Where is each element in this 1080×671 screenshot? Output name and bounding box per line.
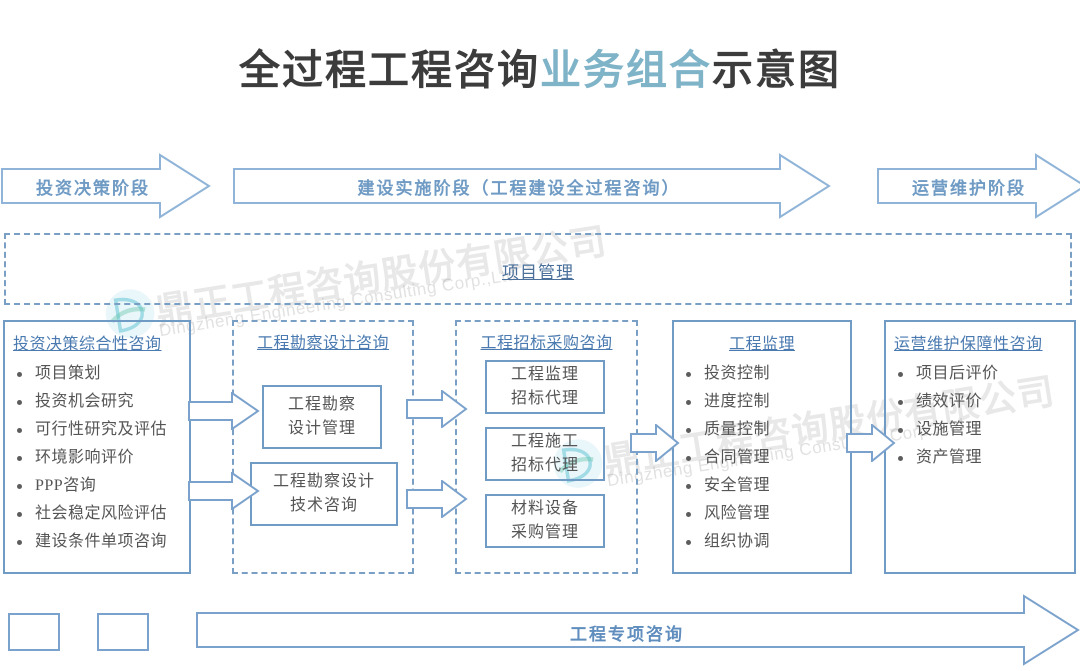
project-management-label: 项目管理: [502, 263, 574, 282]
column-investment-decision-consulting: 投资决策综合性咨询 项目策划 投资机会研究 可行性研究及评估 环境影响评价 PP…: [3, 320, 191, 574]
list-item: 投资控制: [674, 360, 850, 388]
list-item: 绩效评价: [886, 388, 1074, 416]
connector-arrow-4: [846, 422, 896, 467]
column-title: 工程监理: [728, 336, 795, 353]
bullet-list: 项目后评价 绩效评价 设施管理 资产管理: [886, 360, 1074, 472]
list-item: 建设条件单项咨询: [5, 528, 189, 556]
arrow-shape: [877, 153, 1080, 219]
arrow-shape: [196, 594, 1080, 666]
list-item: 设施管理: [886, 416, 1074, 444]
list-item: 社会稳定风险评估: [5, 500, 189, 528]
phase-label: 建设实施阶段（工程建设全过程咨询）: [357, 178, 681, 198]
list-item: 资产管理: [886, 444, 1074, 472]
bullet-list: 投资控制 进度控制 质量控制 合同管理 安全管理 风险管理 组织协调: [674, 360, 850, 556]
list-item: 投资机会研究: [5, 388, 189, 416]
phase-arrow-construction[interactable]: 建设实施阶段（工程建设全过程咨询）: [232, 152, 832, 220]
arrow-right-icon: [406, 389, 468, 429]
list-item: 进度控制: [674, 388, 850, 416]
project-management-band: 项目管理: [4, 233, 1072, 305]
phase-arrow-operation-maintenance[interactable]: 运营维护阶段: [876, 152, 1080, 220]
sub-box-line-2: 招标代理: [510, 390, 579, 407]
arrow-right-icon: [630, 422, 680, 464]
list-item: 环境影响评价: [5, 444, 189, 472]
phase-arrow-investment-decision[interactable]: 投资决策阶段: [0, 152, 212, 220]
arrow-shape: [233, 153, 831, 219]
title-part-2: 示意图: [712, 46, 841, 94]
list-item: 项目策划: [5, 360, 189, 388]
arrow-right-icon: [406, 479, 468, 519]
title-part-1: 全过程工程咨询: [239, 46, 540, 94]
sub-box-line-1: 工程勘察设计: [272, 473, 375, 490]
list-item: 合同管理: [674, 444, 850, 472]
connector-arrow-1b: [188, 471, 260, 515]
sub-box-line-2: 设计管理: [287, 420, 356, 437]
sub-box-survey-design-technical[interactable]: 工程勘察设计 技术咨询: [250, 462, 398, 526]
bottom-arrow-special-consulting[interactable]: [196, 594, 1080, 671]
bottom-placeholder-box-2[interactable]: [97, 613, 149, 651]
column-tendering-procurement-consulting: 工程招标采购咨询 工程监理 招标代理 工程施工 招标代理 材料设备 采购管理: [455, 320, 638, 574]
title-highlight: 业务组合: [540, 46, 712, 94]
column-title: 投资决策综合性咨询: [13, 336, 162, 353]
connector-arrow-2a: [406, 389, 468, 433]
list-item: PPP咨询: [5, 472, 189, 500]
bottom-placeholder-box-1[interactable]: [8, 613, 60, 651]
sub-box-supervision-tender-agency[interactable]: 工程监理 招标代理: [485, 360, 605, 414]
sub-box-line-1: 材料设备: [510, 500, 579, 517]
arrow-shape: [1, 153, 211, 219]
phase-label: 投资决策阶段: [36, 178, 150, 198]
column-operation-maintenance-consulting: 运营维护保障性咨询 项目后评价 绩效评价 设施管理 资产管理: [884, 320, 1076, 574]
bullet-list: 项目策划 投资机会研究 可行性研究及评估 环境影响评价 PPP咨询 社会稳定风险…: [5, 360, 189, 556]
sub-box-line-2: 采购管理: [510, 524, 579, 541]
column-title: 运营维护保障性咨询: [894, 336, 1043, 353]
sub-box-line-2: 技术咨询: [289, 497, 358, 514]
sub-box-line-1: 工程勘察: [287, 396, 356, 413]
sub-box-survey-design-management[interactable]: 工程勘察 设计管理: [262, 385, 382, 449]
phase-label: 运营维护阶段: [912, 178, 1026, 198]
list-item: 质量控制: [674, 416, 850, 444]
connector-arrow-1a: [188, 391, 260, 435]
page-title: 全过程工程咨询业务组合示意图: [0, 36, 1080, 96]
arrow-right-icon: [846, 422, 896, 464]
column-title: 工程招标采购咨询: [480, 335, 613, 352]
sub-box-material-equipment-procurement[interactable]: 材料设备 采购管理: [485, 494, 605, 548]
column-survey-design-consulting: 工程勘察设计咨询 工程勘察 设计管理 工程勘察设计 技术咨询: [232, 320, 414, 574]
sub-box-line-1: 工程施工: [510, 433, 579, 450]
column-engineering-supervision: 工程监理 投资控制 进度控制 质量控制 合同管理 安全管理 风险管理 组织协调: [672, 320, 852, 574]
list-item: 项目后评价: [886, 360, 1074, 388]
arrow-right-icon: [188, 391, 260, 431]
list-item: 可行性研究及评估: [5, 416, 189, 444]
sub-box-line-1: 工程监理: [510, 366, 579, 383]
column-title: 工程勘察设计咨询: [256, 335, 389, 352]
arrow-right-icon: [188, 471, 260, 511]
list-item: 风险管理: [674, 500, 850, 528]
list-item: 安全管理: [674, 472, 850, 500]
bottom-arrow-label: 工程专项咨询: [570, 625, 684, 644]
connector-arrow-2b: [406, 479, 468, 523]
sub-box-line-2: 招标代理: [510, 457, 579, 474]
connector-arrow-3: [630, 422, 680, 467]
list-item: 组织协调: [674, 528, 850, 556]
sub-box-construction-tender-agency[interactable]: 工程施工 招标代理: [485, 427, 605, 481]
